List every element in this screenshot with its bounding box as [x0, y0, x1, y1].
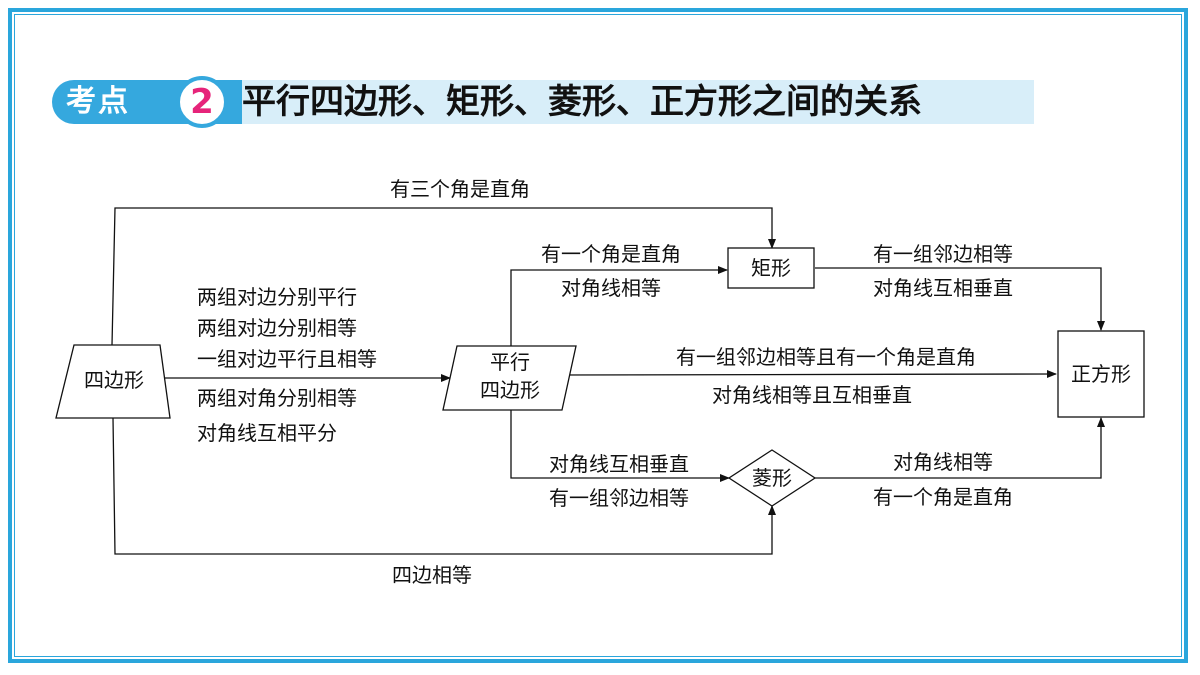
- topic-number: 2: [176, 76, 228, 128]
- label-rect-to-square-2: 对角线互相垂直: [873, 276, 1013, 300]
- label-para-to-rect-2: 对角线相等: [561, 276, 661, 300]
- edge-para-to-square: [559, 370, 1057, 379]
- label-para-to-square-1: 有一组邻边相等且有一个角是直角: [676, 345, 976, 369]
- edge-para-to-rhombus: [510, 410, 730, 482]
- outer-frame: [8, 8, 1188, 663]
- node-quadrilateral-label: 四边形: [84, 368, 144, 392]
- label-rhombus-to-square-1: 对角线相等: [893, 450, 993, 474]
- node-parallelogram-shape: [442, 345, 577, 411]
- page-title: 平行四边形、矩形、菱形、正方形之间的关系: [242, 82, 922, 122]
- label-quad-to-rect: 有三个角是直角: [390, 177, 530, 201]
- label-para-to-rhombus-1: 对角线互相垂直: [549, 452, 689, 476]
- inner-frame: [14, 14, 1182, 657]
- edge-quad-to-rhombus: [112, 417, 776, 555]
- node-parallelogram-label-2: 四边形: [480, 378, 540, 402]
- badge-label: 考点: [66, 84, 130, 119]
- label-para-to-rhombus-2: 有一组邻边相等: [549, 486, 689, 510]
- node-parallelogram-label-1: 平行: [490, 350, 530, 374]
- node-rectangle-label: 矩形: [751, 256, 791, 280]
- label-quad-to-rhombus: 四边相等: [392, 563, 472, 587]
- label-quad-to-para-4: 两组对角分别相等: [197, 386, 357, 410]
- node-rhombus-label: 菱形: [752, 466, 792, 490]
- node-square-shape: [1057, 330, 1145, 418]
- label-quad-to-para-2: 两组对边分别相等: [197, 316, 357, 340]
- header-bar: [172, 80, 1034, 124]
- label-quad-to-para-3: 一组对边平行且相等: [197, 347, 377, 371]
- edge-rect-to-square: [815, 267, 1105, 331]
- edge-rhombus-to-square: [815, 417, 1105, 479]
- node-rhombus-shape: [727, 449, 817, 507]
- label-rhombus-to-square-2: 有一个角是直角: [873, 485, 1013, 509]
- label-rect-to-square-1: 有一组邻边相等: [873, 242, 1013, 266]
- label-quad-to-para-5: 对角线互相平分: [197, 421, 337, 445]
- edge-quad-to-rect: [111, 207, 776, 346]
- edge-para-to-rect: [510, 266, 728, 346]
- section-header: 考点 2 平行四边形、矩形、菱形、正方形之间的关系: [52, 76, 1034, 128]
- node-rectangle-shape: [727, 247, 815, 289]
- label-para-to-square-2: 对角线相等且互相垂直: [712, 383, 912, 407]
- label-para-to-rect-1: 有一个角是直角: [541, 242, 681, 266]
- node-quadrilateral-shape: [55, 344, 171, 419]
- label-quad-to-para-1: 两组对边分别平行: [197, 285, 357, 309]
- node-square-label: 正方形: [1071, 362, 1131, 386]
